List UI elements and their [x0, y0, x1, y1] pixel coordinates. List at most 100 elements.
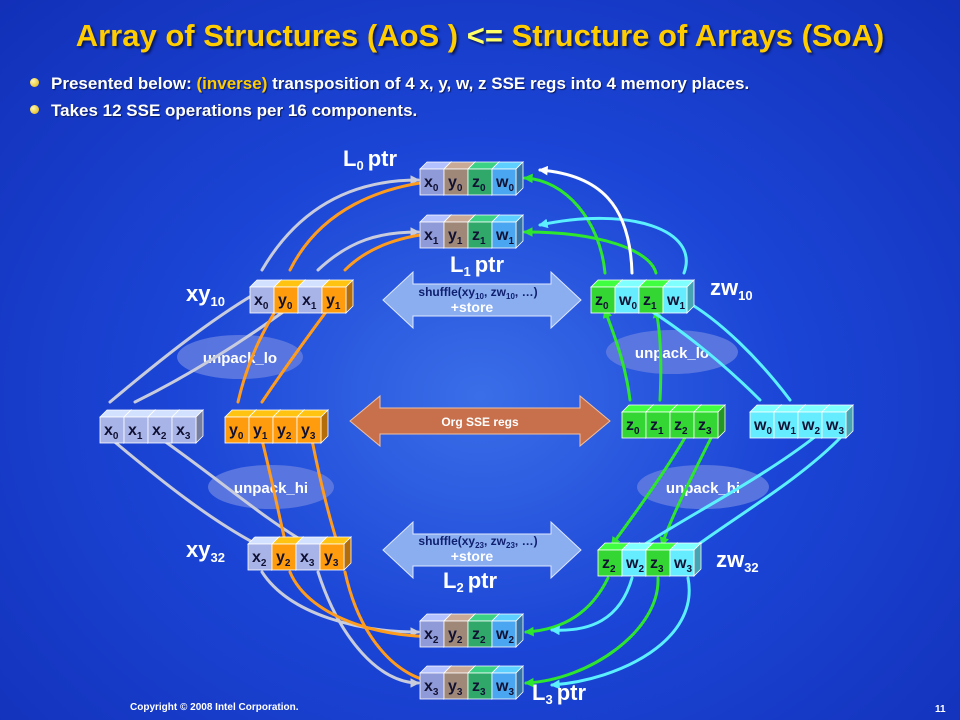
register-cell-label: x2: [152, 422, 167, 442]
register-cell-label: y3: [301, 422, 316, 442]
svg-text:shuffle(xy23, zw23, …): shuffle(xy23, zw23, …): [418, 534, 537, 550]
slide-title: Array of Structures (AoS ) <= Structure …: [0, 18, 960, 54]
register-cell-label: z3: [650, 555, 664, 575]
unpack-lo-left: unpack_lo: [177, 335, 303, 379]
register-cell-label: w2: [495, 626, 514, 646]
register-cell-label: y3: [324, 549, 339, 569]
register-cell-label: w3: [825, 417, 844, 437]
register-cell-label: z0: [472, 174, 486, 194]
bullet-dot-icon: [30, 105, 39, 115]
arrow-y3-to-xy32: [310, 438, 341, 547]
register-cell: w1: [662, 279, 695, 314]
arrow-w1-to-mem1: [538, 217, 688, 275]
register-cell-label: x0: [104, 422, 119, 442]
register-cell-label: z0: [595, 292, 609, 312]
register-cell-label: x3: [176, 422, 191, 442]
register-cell-label: z0: [626, 417, 640, 437]
arrow-x2-to-mem2: [260, 570, 420, 637]
register-cell-label: w0: [618, 292, 637, 312]
register-cell: w1: [491, 214, 524, 249]
arrow-w2-to-mem2: [550, 576, 634, 636]
register-cell-label: w2: [801, 417, 820, 437]
register-cell-label: y0: [278, 292, 293, 312]
label-xy10: xy10: [186, 281, 225, 309]
arrow-w1-to-zw10: [682, 298, 792, 402]
register-z: z0 z1 z2 z3: [621, 404, 726, 439]
title-aos: Array of Structures (AoS ): [75, 18, 459, 53]
register-cell-label: z2: [472, 626, 486, 646]
arrow-z2-to-mem2: [524, 576, 610, 637]
register-cell-label: y1: [448, 227, 463, 247]
register-cell-label: y2: [276, 549, 291, 569]
register-cell: y0: [224, 409, 257, 444]
register-cell: w2: [491, 613, 524, 648]
register-cell-label: x0: [254, 292, 269, 312]
register-cell: y3: [319, 536, 352, 571]
register-cell: w0: [491, 161, 524, 196]
register-cell-label: z3: [472, 678, 486, 698]
org-sse-regs-arrow: Org SSE regs: [349, 394, 611, 448]
register-cell: y3: [296, 409, 329, 444]
svg-text:+store: +store: [451, 299, 494, 315]
register-cell-label: y0: [229, 422, 244, 442]
arrow-x0-to-mem0: [260, 175, 420, 272]
register-cell-label: z1: [650, 417, 664, 437]
register-cell-label: w0: [495, 174, 514, 194]
register-cell-label: x1: [128, 422, 143, 442]
arrow-z0-to-zw10: [603, 308, 632, 402]
register-cell-label: w2: [625, 555, 644, 575]
register-mem0: x0 y0 z0 w0: [419, 161, 524, 196]
shuffle-10-arrow: shuffle(xy10, zw10, …) +store: [382, 270, 582, 330]
svg-text:shuffle(xy10, zw10, …): shuffle(xy10, zw10, …): [418, 285, 537, 301]
register-cell: w3: [491, 665, 524, 700]
register-cell: z3: [693, 404, 726, 439]
register-cell: w0: [749, 404, 782, 439]
svg-text:unpack_hi: unpack_hi: [234, 480, 308, 497]
arrow-z3-to-mem3: [524, 576, 660, 688]
register-cell-label: y2: [277, 422, 292, 442]
label-zw10: zw10: [710, 275, 753, 303]
register-cell-label: w3: [673, 555, 692, 575]
register-cell: w3: [821, 404, 854, 439]
register-cell-label: w1: [666, 292, 685, 312]
arrow-y2-to-xy32: [260, 438, 289, 547]
register-cell-label: z3: [698, 417, 712, 437]
arrow-z3-to-zw32: [659, 434, 714, 547]
register-cell-label: w0: [753, 417, 772, 437]
register-cell-label: y0: [448, 174, 463, 194]
title-soa: Structure of Arrays (SoA): [511, 18, 885, 53]
label-zw32: zw32: [716, 547, 759, 575]
register-x: x0 x1 x2 x3: [99, 409, 204, 444]
arrow-x3-to-xy32: [158, 436, 312, 547]
register-cell-label: x1: [302, 292, 317, 312]
arrow-z1-to-mem1: [523, 227, 658, 275]
register-cell-label: z2: [674, 417, 688, 437]
unpack-lo-right: unpack_lo: [606, 330, 738, 374]
register-cell: w3: [669, 542, 702, 577]
arrow-w3-to-mem3: [550, 576, 691, 690]
register-cell-label: z1: [472, 227, 486, 247]
register-cell-label: x0: [424, 174, 439, 194]
register-cell: y1: [321, 279, 354, 314]
title-arrow: <=: [466, 18, 503, 53]
register-cell-label: z1: [643, 292, 657, 312]
register-cell-label: x3: [424, 678, 439, 698]
copyright-footer: Copyright © 2008 Intel Corporation.: [130, 702, 299, 713]
arrow-x2-to-xy32: [108, 436, 260, 547]
arrow-z0-to-mem0: [523, 173, 607, 275]
bullet-dot-icon: [30, 78, 39, 88]
bullet-1: Presented below: (inverse) transposition…: [30, 74, 749, 94]
register-cell-label: x2: [424, 626, 439, 646]
unpack-hi-right: unpack_hi: [637, 465, 769, 509]
page-number: 11: [935, 704, 946, 715]
